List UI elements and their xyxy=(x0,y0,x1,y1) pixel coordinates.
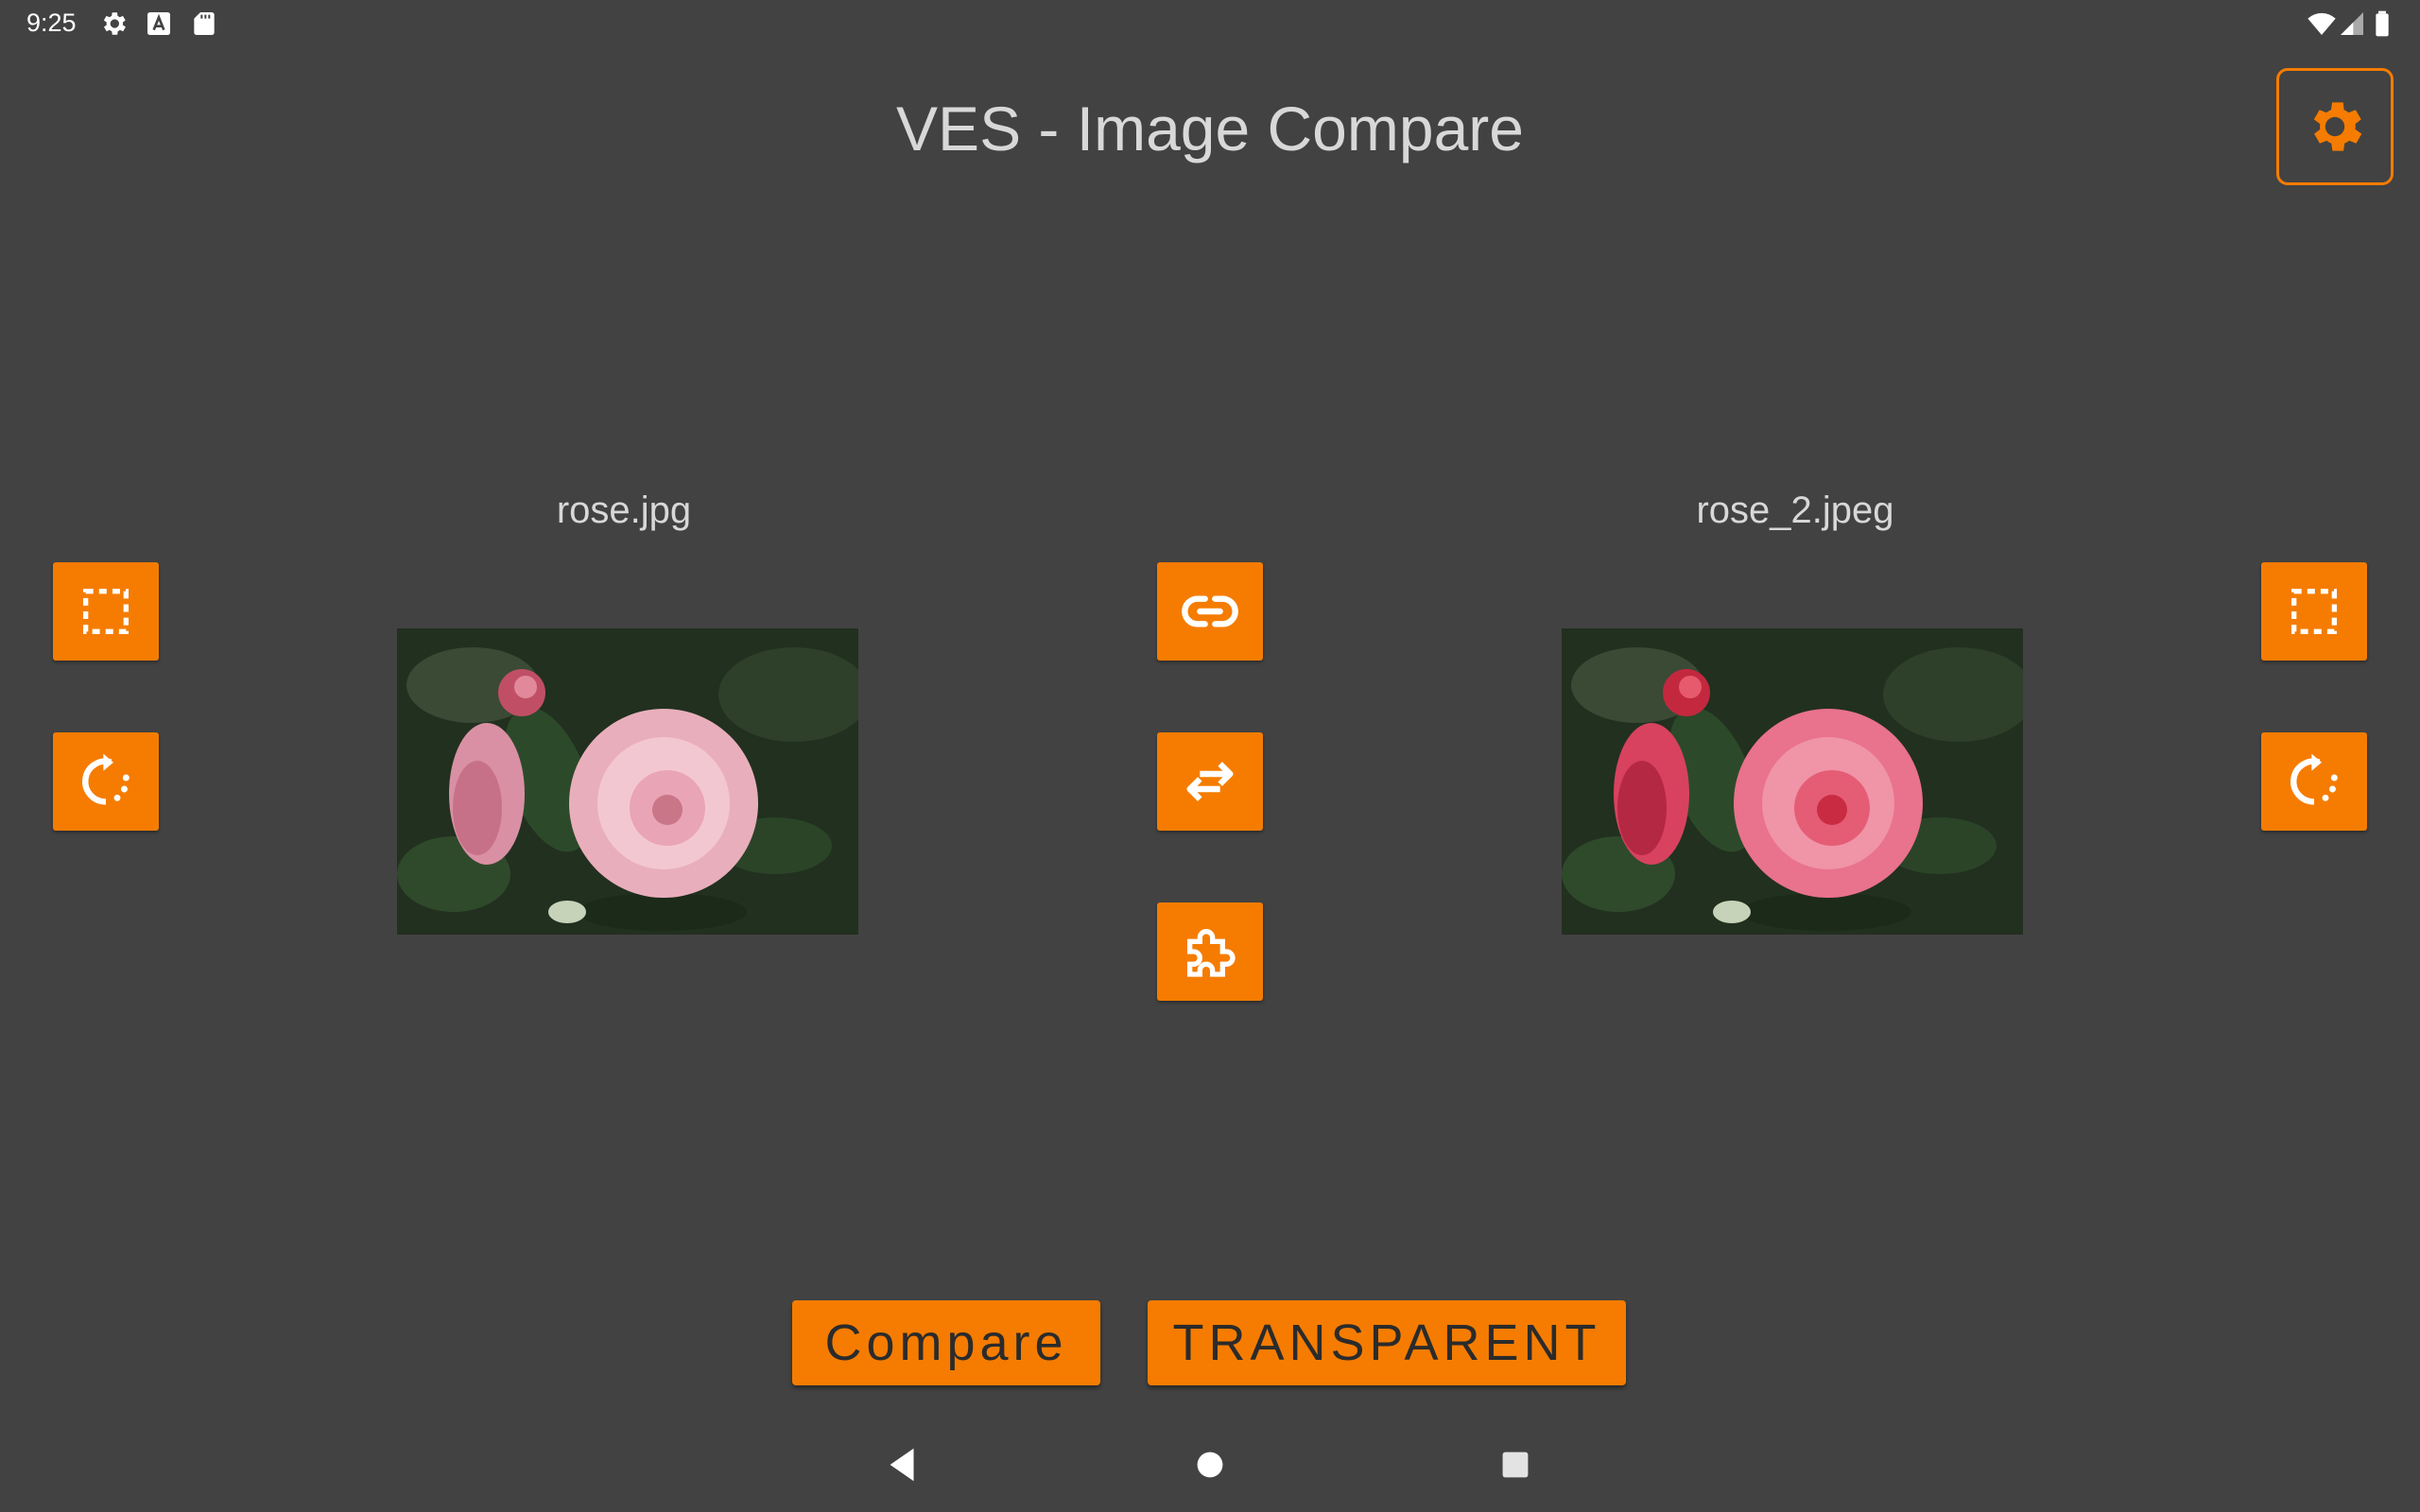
left-image-preview[interactable] xyxy=(397,628,858,935)
select-area-icon xyxy=(83,589,129,634)
signal-icon xyxy=(2337,9,2367,39)
wifi-icon xyxy=(2307,9,2337,39)
link-icon xyxy=(1182,595,1238,627)
recents-icon[interactable] xyxy=(1494,1443,1537,1486)
keyboard-a-icon xyxy=(144,9,174,39)
left-rotate-button[interactable] xyxy=(53,732,159,831)
right-select-area-button[interactable] xyxy=(2261,562,2367,661)
right-file-name: rose_2.jpeg xyxy=(1696,490,1894,531)
rotate-icon xyxy=(2290,753,2338,805)
puzzle-button[interactable] xyxy=(1157,902,1263,1001)
select-area-icon xyxy=(2291,589,2337,634)
rotate-icon xyxy=(82,753,130,805)
left-file-name: rose.jpg xyxy=(556,490,692,531)
settings-button[interactable] xyxy=(2276,68,2394,185)
swap-button[interactable] xyxy=(1157,732,1263,831)
flower-image xyxy=(1562,628,2023,935)
puzzle-icon xyxy=(1187,929,1236,977)
battery-icon xyxy=(2367,9,2397,39)
left-select-area-button[interactable] xyxy=(53,562,159,661)
right-image-preview[interactable] xyxy=(1562,628,2023,935)
right-rotate-button[interactable] xyxy=(2261,732,2367,831)
gear-icon xyxy=(98,9,129,39)
gear-icon xyxy=(2313,102,2362,151)
swap-icon xyxy=(1186,762,1234,801)
transparent-button[interactable]: TRANSPARENT xyxy=(1148,1300,1626,1385)
status-time: 9:25 xyxy=(26,9,77,37)
flower-image xyxy=(397,628,858,935)
page-title: VES - Image Compare xyxy=(896,94,1524,163)
back-icon[interactable] xyxy=(881,1443,925,1486)
status-bar: 9:25 xyxy=(0,0,2420,47)
home-icon[interactable] xyxy=(1188,1443,1232,1486)
compare-button[interactable]: Compare xyxy=(792,1300,1100,1385)
link-button[interactable] xyxy=(1157,562,1263,661)
sd-card-icon xyxy=(189,9,219,39)
